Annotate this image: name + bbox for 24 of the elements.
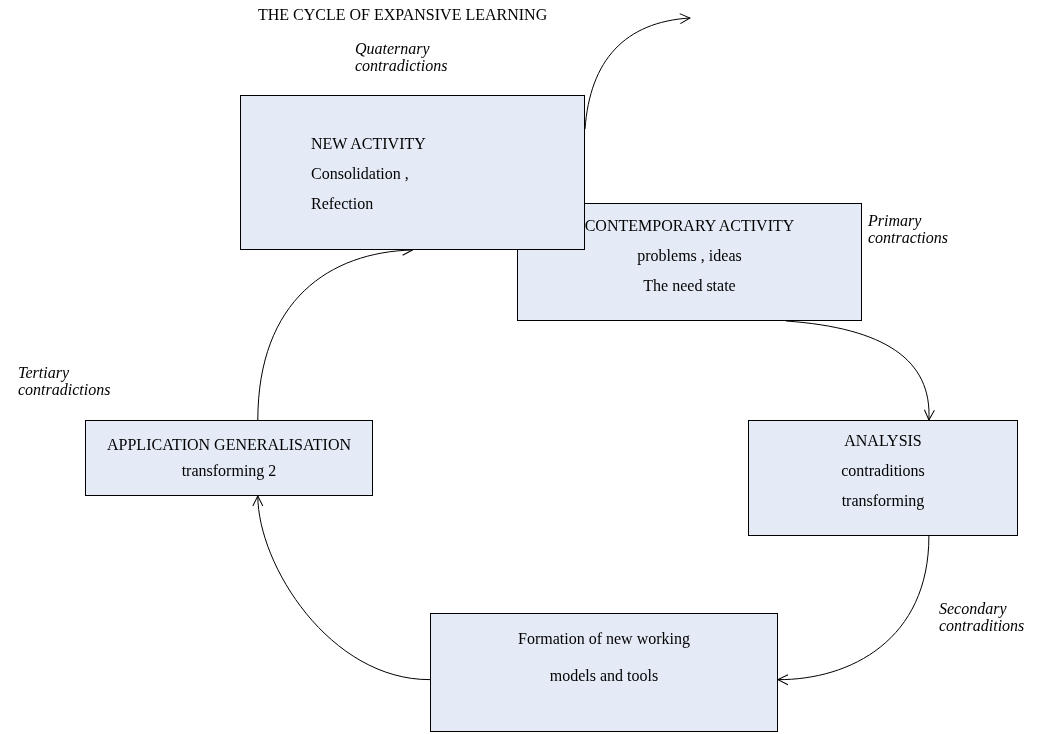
contradiction-label: Secondary contraditions [939,600,1026,634]
process-box [748,420,1018,536]
title: THE CYCLE OF EXPANSIVE LEARNING [258,5,548,25]
box-text: contraditions [841,461,925,481]
box-text: NEW ACTIVITY [311,134,426,154]
contradiction-label: Quaternary contradictions [355,40,449,74]
contradiction-label: Tertiary contradictions [18,364,112,398]
box-text: ANALYSIS [844,431,922,451]
process-box [517,203,862,321]
curved-arrow [777,535,930,685]
process-box [85,420,373,496]
process-box [430,613,778,732]
box-text: CONTEMPORARY ACTIVITY [584,216,795,236]
box-text: APPLICATION GENERALISATION [107,435,351,455]
box-text: transforming [841,491,925,511]
box-text: The need state [643,276,736,296]
contradiction-label: Primary contractions [868,212,949,246]
box-text: Consolidation , [311,164,409,184]
box-text: problems , ideas [637,246,742,266]
box-text: Formation of new working models and tools [517,629,691,686]
curved-arrow [253,495,431,681]
box-text: Refection [311,194,374,214]
box-text: transforming 2 [181,461,277,481]
process-box [240,95,585,250]
